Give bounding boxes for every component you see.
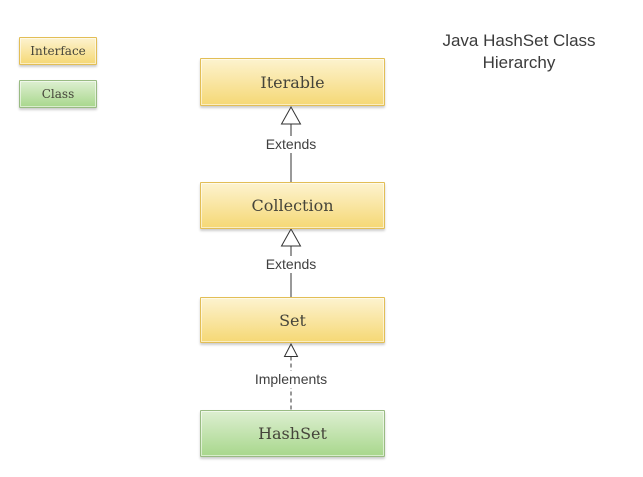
legend-item-interface: Interface	[19, 37, 97, 65]
node-iterable-label: Iterable	[260, 72, 325, 92]
implements-arrowhead-set-icon	[283, 342, 299, 357]
node-collection-label: Collection	[251, 196, 334, 215]
node-set: Set	[200, 297, 385, 343]
connector-label-extends-collection-iterable: Extends	[261, 136, 321, 153]
legend-item-class: Class	[19, 80, 97, 108]
inheritance-arrowhead-collection-icon	[280, 227, 302, 247]
node-iterable: Iterable	[200, 58, 385, 106]
node-collection: Collection	[200, 182, 385, 229]
node-set-label: Set	[279, 310, 306, 330]
inheritance-arrowhead-iterable-icon	[280, 105, 302, 125]
connector-label-implements-hashset-set: Implements	[251, 371, 331, 388]
node-hashset: HashSet	[200, 410, 385, 457]
legend-interface-label: Interface	[30, 44, 86, 58]
page-title: Java HashSet Class Hierarchy	[442, 31, 596, 73]
node-hashset-label: HashSet	[258, 424, 327, 443]
connector-label-extends-set-collection: Extends	[261, 256, 321, 273]
legend-class-label: Class	[41, 87, 75, 101]
